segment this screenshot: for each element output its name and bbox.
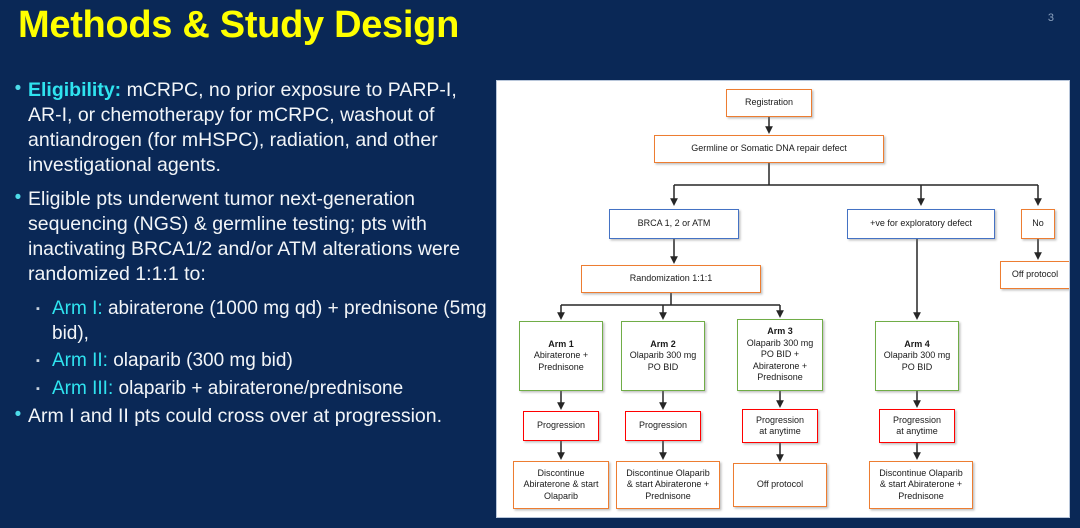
- sub-bullet-text: Arm I: abiraterone (1000 mg qd) + predni…: [52, 298, 487, 344]
- bullet-item: • Eligible pts underwent tumor next-gener…: [0, 187, 492, 287]
- flow-node-prog1: Progression: [523, 411, 599, 441]
- flow-node-disc3: Discontinue Olaparib& start Abiraterone …: [869, 461, 973, 509]
- flow-node-title: Arm 1: [548, 338, 574, 349]
- flow-node-registration: Registration: [726, 89, 812, 117]
- sub-bullet-item: ▪ Arm I: abiraterone (1000 mg qd) + predn…: [0, 296, 492, 346]
- flow-node-exploratory: +ve for exploratory defect: [847, 209, 995, 239]
- flow-node-title: Arm 3: [767, 326, 793, 337]
- bullet-marker-icon: •: [14, 78, 22, 99]
- bullet-marker-icon: •: [14, 404, 22, 425]
- bullet-item: • Arm I and II pts could cross over at p…: [0, 404, 492, 429]
- bullet-text: Arm I and II pts could cross over at pro…: [28, 405, 443, 427]
- flow-node-label: Off protocol: [756, 479, 804, 490]
- sub-bullet-lead-label: Arm I:: [52, 298, 103, 319]
- sub-bullet-text: Arm III: olaparib + abiraterone/predniso…: [52, 378, 404, 399]
- flow-node-label: Discontinue Olaparib& start Abiraterone …: [879, 467, 963, 501]
- flow-node-label: Germline or Somatic DNA repair defect: [691, 143, 847, 154]
- bullet-text: Eligibility: mCRPC, no prior exposure to…: [28, 79, 457, 176]
- flow-node-brca: BRCA 1, 2 or ATM: [609, 209, 739, 239]
- sub-bullet-item: ▪ Arm II: olaparib (300 mg bid): [0, 348, 492, 374]
- bullet-item: • Eligibility: mCRPC, no prior exposure t…: [0, 78, 492, 178]
- bullet-list: • Eligibility: mCRPC, no prior exposure t…: [0, 78, 492, 438]
- flow-node-label: Discontinue Olaparib& start Abiraterone …: [626, 467, 710, 501]
- flow-node-label: Registration: [744, 97, 794, 108]
- flow-node-dna-defect: Germline or Somatic DNA repair defect: [654, 135, 884, 163]
- sub-bullet-list: ▪ Arm I: abiraterone (1000 mg qd) + predn…: [0, 296, 492, 402]
- bullet-lead-label: Eligibility:: [28, 79, 122, 101]
- flow-node-off-protocol-2: Off protocol: [733, 463, 827, 507]
- sub-bullet-marker-icon: ▪: [36, 355, 40, 367]
- bullet-marker-icon: •: [14, 187, 22, 208]
- bullet-text: Eligible pts underwent tumor next-genera…: [28, 188, 461, 285]
- sub-bullet-lead-label: Arm III:: [52, 378, 114, 399]
- flow-node-label: +ve for exploratory defect: [870, 218, 972, 229]
- flow-node-randomization: Randomization 1:1:1: [581, 265, 761, 293]
- sub-bullet-text: Arm II: olaparib (300 mg bid): [52, 350, 293, 371]
- flow-node-prog2: Progression: [625, 411, 701, 441]
- flow-node-title: Arm 4: [904, 338, 930, 349]
- flow-node-no: No: [1021, 209, 1055, 239]
- sub-bullet-item: ▪ Arm III: olaparib + abiraterone/prednis…: [0, 376, 492, 402]
- flow-node-label: BRCA 1, 2 or ATM: [637, 218, 711, 229]
- flow-node-label: Off protocol: [1011, 269, 1059, 280]
- flow-node-title: Arm 2: [650, 338, 676, 349]
- flow-node-disc2: Discontinue Olaparib& start Abiraterone …: [616, 461, 720, 509]
- page-title: Methods & Study Design: [18, 4, 459, 46]
- sub-bullet-marker-icon: ▪: [36, 303, 40, 315]
- sub-bullet-marker-icon: ▪: [36, 383, 40, 395]
- flow-node-label: Randomization 1:1:1: [629, 273, 713, 284]
- flow-node-label: Progression: [536, 420, 586, 431]
- flow-node-label: No: [1032, 218, 1044, 229]
- flow-node-off-protocol-1: Off protocol: [1000, 261, 1069, 289]
- flow-node-label: Progression: [638, 420, 688, 431]
- sub-bullet-lead-label: Arm II:: [52, 350, 108, 371]
- slide-number: 3: [1047, 12, 1054, 24]
